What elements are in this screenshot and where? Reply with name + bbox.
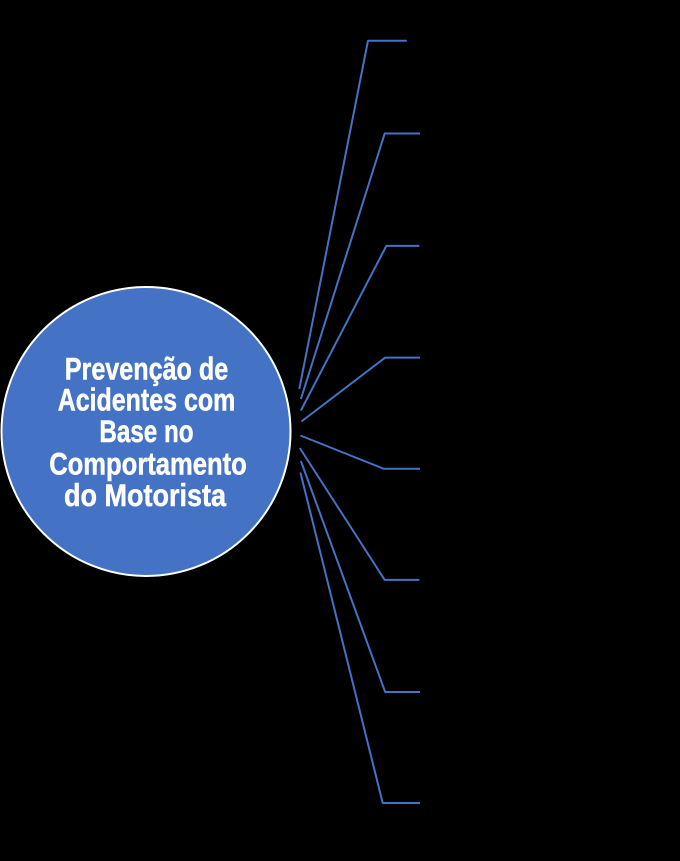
svg-text:Prevenção de: Prevenção de (65, 350, 228, 386)
svg-text:Base no: Base no (99, 413, 193, 449)
svg-text:Comportamento: Comportamento (49, 446, 247, 482)
svg-text:Acidentes com: Acidentes com (58, 381, 236, 417)
svg-text:do Motorista: do Motorista (64, 477, 226, 513)
